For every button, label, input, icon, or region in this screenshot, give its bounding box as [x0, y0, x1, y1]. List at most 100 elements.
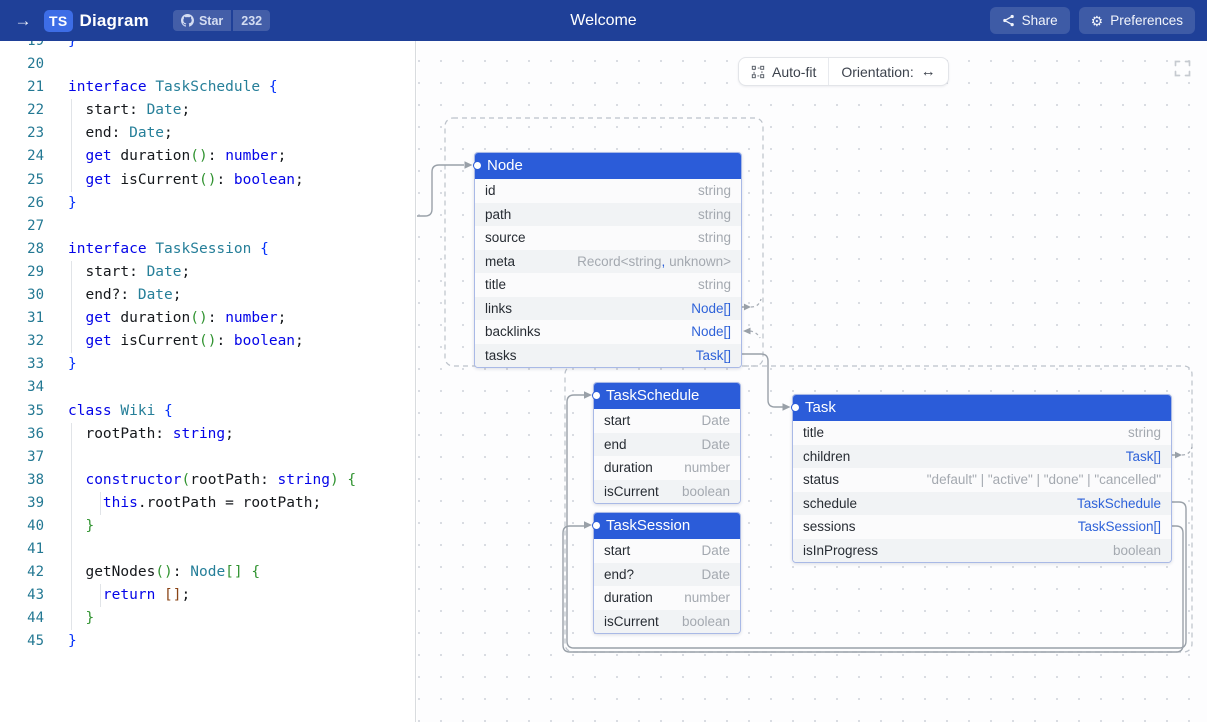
row-name: schedule [803, 496, 857, 511]
row-name: duration [604, 590, 653, 605]
row-type: string [698, 207, 731, 222]
row-type: Node[] [691, 301, 731, 316]
row-name: title [485, 277, 506, 292]
row-name: end? [604, 567, 634, 582]
code-text: } [68, 41, 77, 53]
code-line: 38 constructor(rootPath: string) { [0, 469, 415, 492]
entity-task[interactable]: Task title string children Task[] status"defa… [792, 394, 1172, 563]
row-name: id [485, 183, 496, 198]
autofit-button[interactable]: Auto-fit [739, 58, 828, 85]
line-number: 27 [0, 215, 44, 238]
diagram-canvas[interactable]: NodeidstringpathstringsourcestringmetaRe… [417, 41, 1207, 722]
code-line: 19} [0, 41, 415, 53]
line-number: 36 [0, 423, 44, 446]
code-line: 37 [0, 446, 415, 469]
line-number: 20 [0, 53, 44, 76]
code-lines: 19}2021interface TaskSchedule {22 start:… [0, 41, 415, 654]
entity-title: Node [475, 153, 741, 179]
share-label: Share [1022, 13, 1058, 28]
entity-row: sessions TaskSession[] [793, 515, 1171, 539]
indent-guide [71, 446, 72, 469]
line-number: 33 [0, 353, 44, 376]
row-name: isCurrent [604, 484, 659, 499]
code-text: class Wiki { [68, 400, 173, 423]
line-number: 21 [0, 76, 44, 99]
row-type: string [1128, 425, 1161, 440]
github-star-badge[interactable]: Star 232 [173, 10, 270, 31]
code-text: return []; [68, 584, 190, 607]
entity-row: isCurrentboolean [594, 610, 740, 634]
entity-row: children Task[] [793, 445, 1171, 469]
entity-tasksession[interactable]: TaskSessionstartDateend?Datedurationnumb… [593, 512, 741, 634]
code-text: get duration(): number; [68, 307, 286, 330]
code-editor[interactable]: 19}2021interface TaskSchedule {22 start:… [0, 41, 416, 722]
code-line: 27 [0, 215, 415, 238]
code-line: 43 return []; [0, 584, 415, 607]
line-number: 22 [0, 99, 44, 122]
type-link[interactable]: Node[] [691, 324, 731, 339]
line-number: 29 [0, 261, 44, 284]
row-type: Node[] [691, 324, 731, 339]
row-name: links [485, 301, 512, 316]
row-type: Date [701, 437, 730, 452]
row-type: Task[] [696, 348, 731, 363]
row-type: TaskSession[] [1078, 519, 1161, 534]
code-text: } [68, 607, 94, 630]
edge-node-tasks-to-task [742, 354, 783, 407]
entity-taskschedule[interactable]: TaskSchedulestartDateendDatedurationnumb… [593, 382, 741, 504]
code-text: start: Date; [68, 99, 190, 122]
row-type: boolean [682, 614, 730, 629]
code-text: get isCurrent(): boolean; [68, 169, 304, 192]
line-number: 39 [0, 492, 44, 515]
port-tasksession [592, 521, 601, 530]
line-number: 44 [0, 607, 44, 630]
code-text: } [68, 192, 77, 215]
entity-row: links Node[] [475, 297, 741, 321]
preferences-button[interactable]: ⚙ Preferences [1079, 7, 1195, 34]
autofit-label: Auto-fit [772, 64, 816, 80]
entity-node[interactable]: NodeidstringpathstringsourcestringmetaRe… [474, 152, 742, 368]
code-line: 39 this.rootPath = rootPath; [0, 492, 415, 515]
entity-row: startDate [594, 539, 740, 563]
entity-row: isInProgressboolean [793, 539, 1171, 563]
entity-row: status"default" | "active" | "done" | "c… [793, 468, 1171, 492]
row-type: string [698, 230, 731, 245]
autofit-icon [751, 65, 765, 79]
star-count[interactable]: 232 [233, 10, 270, 31]
line-number: 41 [0, 538, 44, 561]
code-line: 44 } [0, 607, 415, 630]
edge-task-children-stub [1182, 447, 1192, 455]
gear-icon: ⚙ [1091, 14, 1104, 28]
code-text: } [68, 353, 77, 376]
type-link[interactable]: Task[] [696, 348, 731, 363]
type-link[interactable]: Task[] [1126, 449, 1161, 464]
collapse-arrow-icon[interactable]: → [12, 11, 34, 31]
share-icon [1002, 14, 1015, 27]
github-star-button[interactable]: Star [173, 10, 231, 31]
entity-row: isCurrent boolean [594, 480, 740, 504]
brand: TS Diagram [44, 10, 149, 32]
row-name: path [485, 207, 511, 222]
row-name: title [803, 425, 824, 440]
orientation-button[interactable]: Orientation: ↔ [828, 58, 947, 85]
fullscreen-icon[interactable] [1174, 60, 1191, 77]
row-type: TaskSchedule [1077, 496, 1161, 511]
row-type: boolean [682, 484, 730, 499]
row-name: tasks [485, 348, 517, 363]
type-link[interactable]: TaskSession[] [1078, 519, 1161, 534]
entity-row: backlinksNode[] [475, 320, 741, 344]
line-number: 42 [0, 561, 44, 584]
code-line: 30 end?: Date; [0, 284, 415, 307]
code-line: 29 start: Date; [0, 261, 415, 284]
entity-title: Task [793, 395, 1171, 421]
type-link[interactable]: Node[] [691, 301, 731, 316]
row-name: status [803, 472, 839, 487]
brand-logo: TS [44, 10, 73, 32]
share-button[interactable]: Share [990, 7, 1070, 34]
type-link[interactable]: TaskSchedule [1077, 496, 1161, 511]
row-name: sessions [803, 519, 856, 534]
row-type: string [698, 183, 731, 198]
row-name: children [803, 449, 850, 464]
indent-guide [71, 538, 72, 561]
